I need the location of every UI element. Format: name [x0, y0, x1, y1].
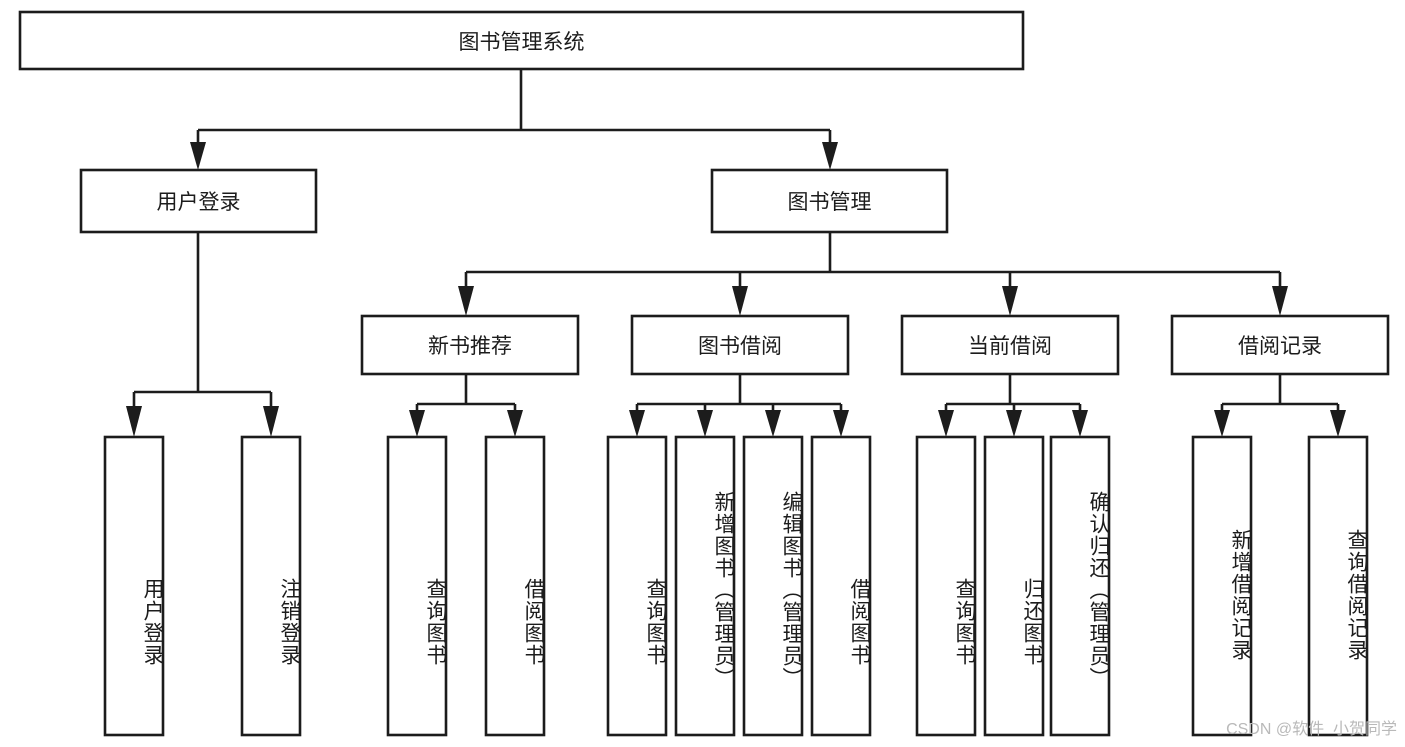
- arrow-head-icon: [1002, 286, 1018, 316]
- node-box-leaf-return-book[interactable]: [983, 435, 1045, 737]
- node-box-leaf-user-login[interactable]: [103, 435, 165, 737]
- connector-borrow-record-to-leaves: [1214, 374, 1346, 437]
- node-box-borrow-record[interactable]: [1170, 314, 1390, 376]
- node-box-leaf-borrow-book-1[interactable]: [484, 435, 546, 737]
- node-box-book-management[interactable]: [710, 168, 949, 234]
- node-box-user-login[interactable]: [79, 168, 318, 234]
- node-box-leaf-borrow-book-2[interactable]: [810, 435, 872, 737]
- connector-root-to-level1: [190, 69, 838, 170]
- arrow-head-icon: [732, 286, 748, 316]
- arrow-head-icon: [1272, 286, 1288, 316]
- arrow-head-icon: [1214, 410, 1230, 437]
- arrow-head-icon: [409, 410, 425, 437]
- node-box-leaf-query-book-1[interactable]: [386, 435, 448, 737]
- connector-book-borrow-to-leaves: [629, 374, 849, 437]
- node-box-leaf-query-record[interactable]: [1307, 435, 1369, 737]
- arrow-head-icon: [190, 142, 206, 170]
- arrow-head-icon: [938, 410, 954, 437]
- arrow-head-icon: [697, 410, 713, 437]
- arrow-head-icon: [765, 410, 781, 437]
- node-box-new-book-recommend[interactable]: [360, 314, 580, 376]
- arrow-head-icon: [1006, 410, 1022, 437]
- node-box-leaf-query-book-3[interactable]: [915, 435, 977, 737]
- arrow-head-icon: [1330, 410, 1346, 437]
- arrow-head-icon: [507, 410, 523, 437]
- arrow-head-icon: [263, 406, 279, 437]
- node-box-book-borrow[interactable]: [630, 314, 850, 376]
- connector-new-book-recommend-to-leaves: [409, 374, 523, 437]
- node-box-leaf-edit-book[interactable]: [742, 435, 804, 737]
- arrow-head-icon: [126, 406, 142, 437]
- arrow-head-icon: [1072, 410, 1088, 437]
- connector-book-management-to-level2: [458, 232, 1288, 316]
- arrow-head-icon: [629, 410, 645, 437]
- node-box-leaf-add-book[interactable]: [674, 435, 736, 737]
- connector-current-borrow-to-leaves: [938, 374, 1088, 437]
- node-box-current-borrow[interactable]: [900, 314, 1120, 376]
- node-box-leaf-confirm-return[interactable]: [1049, 435, 1111, 737]
- connector-user-login-to-leaves: [126, 232, 279, 437]
- node-box-title[interactable]: [18, 10, 1025, 71]
- node-box-leaf-query-book-2[interactable]: [606, 435, 668, 737]
- node-box-leaf-add-record[interactable]: [1191, 435, 1253, 737]
- arrow-head-icon: [458, 286, 474, 316]
- node-box-leaf-logout[interactable]: [240, 435, 302, 737]
- arrow-head-icon: [822, 142, 838, 170]
- arrow-head-icon: [833, 410, 849, 437]
